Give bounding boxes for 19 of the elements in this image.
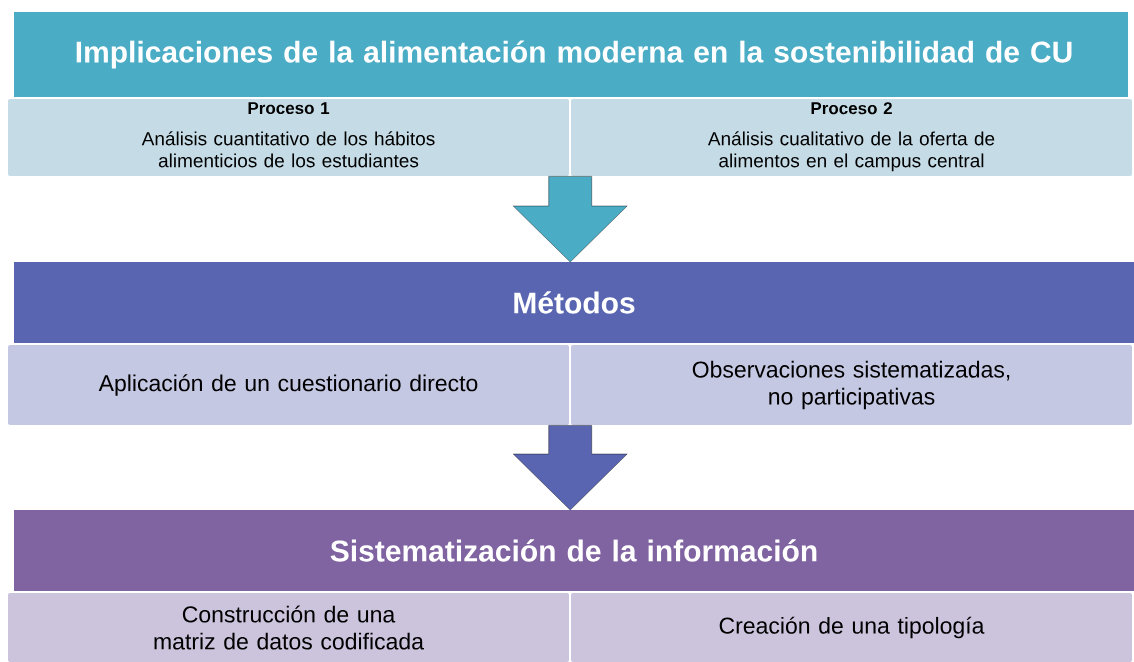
- node-label: Creación de una tipología: [719, 616, 985, 639]
- stage-header: Sistematización de la información: [14, 510, 1134, 591]
- node-label: Observaciones sistematizadas, no participativas: [692, 360, 1010, 410]
- block-arrow: [513, 176, 628, 263]
- process-box: Construcción de una matriz de datos codificada: [8, 593, 569, 662]
- node-label: Aplicación de un cuestionario directo: [98, 374, 478, 396]
- block-arrow: [513, 425, 628, 511]
- stage-header: Implicaciones de la alimentación moderna en la sostenibilidad de CU: [14, 12, 1128, 97]
- stage-header: Métodos: [14, 262, 1134, 343]
- process-box: Aplicación de un cuestionario directo: [8, 345, 569, 425]
- process-box: Proceso 1 Análisis cuantitativo de los hábitos alimenticios de los estudiantes: [8, 99, 569, 176]
- process-box: Observaciones sistematizadas, no participativas: [571, 345, 1132, 425]
- node-label: Proceso 2: [811, 102, 892, 115]
- process-box: Proceso 2 Análisis cualitativo de la oferta de alimentos en el campus central: [571, 99, 1132, 176]
- node-label: Construcción de una matriz de datos codificada: [154, 605, 424, 650]
- node-label: Análisis cuantitativo de los hábitos alimenticios de los estudiantes: [141, 131, 435, 168]
- node-label: Proceso 1: [248, 102, 330, 115]
- node-label: Análisis cualitativo de la oferta de alimentos en el campus central: [707, 131, 995, 172]
- process-box: Creación de una tipología: [571, 593, 1132, 662]
